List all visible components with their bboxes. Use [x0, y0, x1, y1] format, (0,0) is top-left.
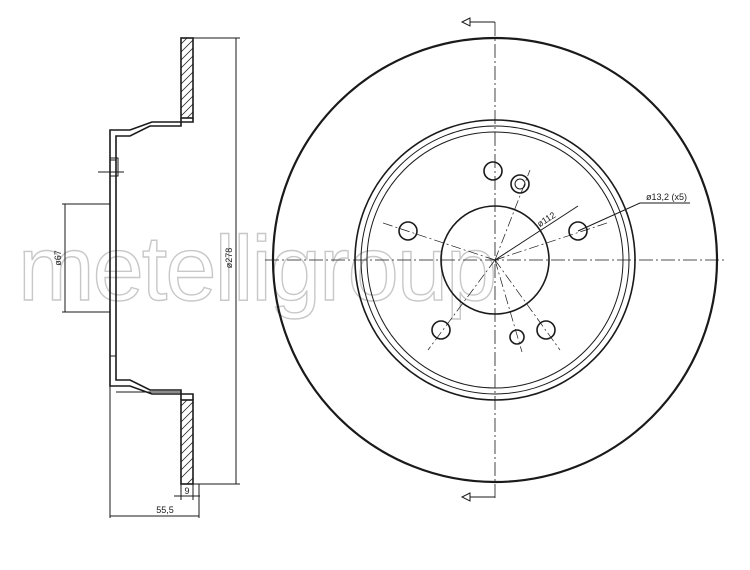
locating-hole	[510, 174, 530, 194]
bolt-hole	[536, 320, 556, 340]
hub-hat-profile	[62, 118, 194, 400]
hub-bore-label: ø67	[53, 250, 63, 266]
bolt-hole	[431, 320, 451, 340]
outer-diameter-label: ø278	[224, 248, 234, 269]
section-arrow-top	[460, 17, 495, 27]
bolt-hole-label: ø13,2 (x5)	[646, 192, 687, 202]
section-arrow-bottom	[460, 492, 495, 502]
bolt-holes	[398, 161, 588, 345]
side-section-view: ø67 ø278 9 55,5	[53, 37, 240, 518]
locating-hole	[509, 329, 525, 345]
bolt-hole	[568, 221, 588, 241]
front-view: ø112 ø13,2 (x5)	[265, 17, 725, 502]
disc-thickness-label: 9	[184, 486, 189, 496]
disc-friction-ring	[180, 37, 194, 485]
side-dimensions: ø67 ø278 9 55,5	[53, 37, 240, 518]
pcd-dimension: ø112	[494, 205, 579, 261]
bolt-hole	[398, 221, 418, 241]
bolt-hole	[483, 161, 503, 181]
bolt-hole-dimension: ø13,2 (x5)	[577, 192, 690, 232]
overall-height-label: 55,5	[156, 505, 174, 515]
watermark-text: metelligroup	[18, 218, 495, 320]
